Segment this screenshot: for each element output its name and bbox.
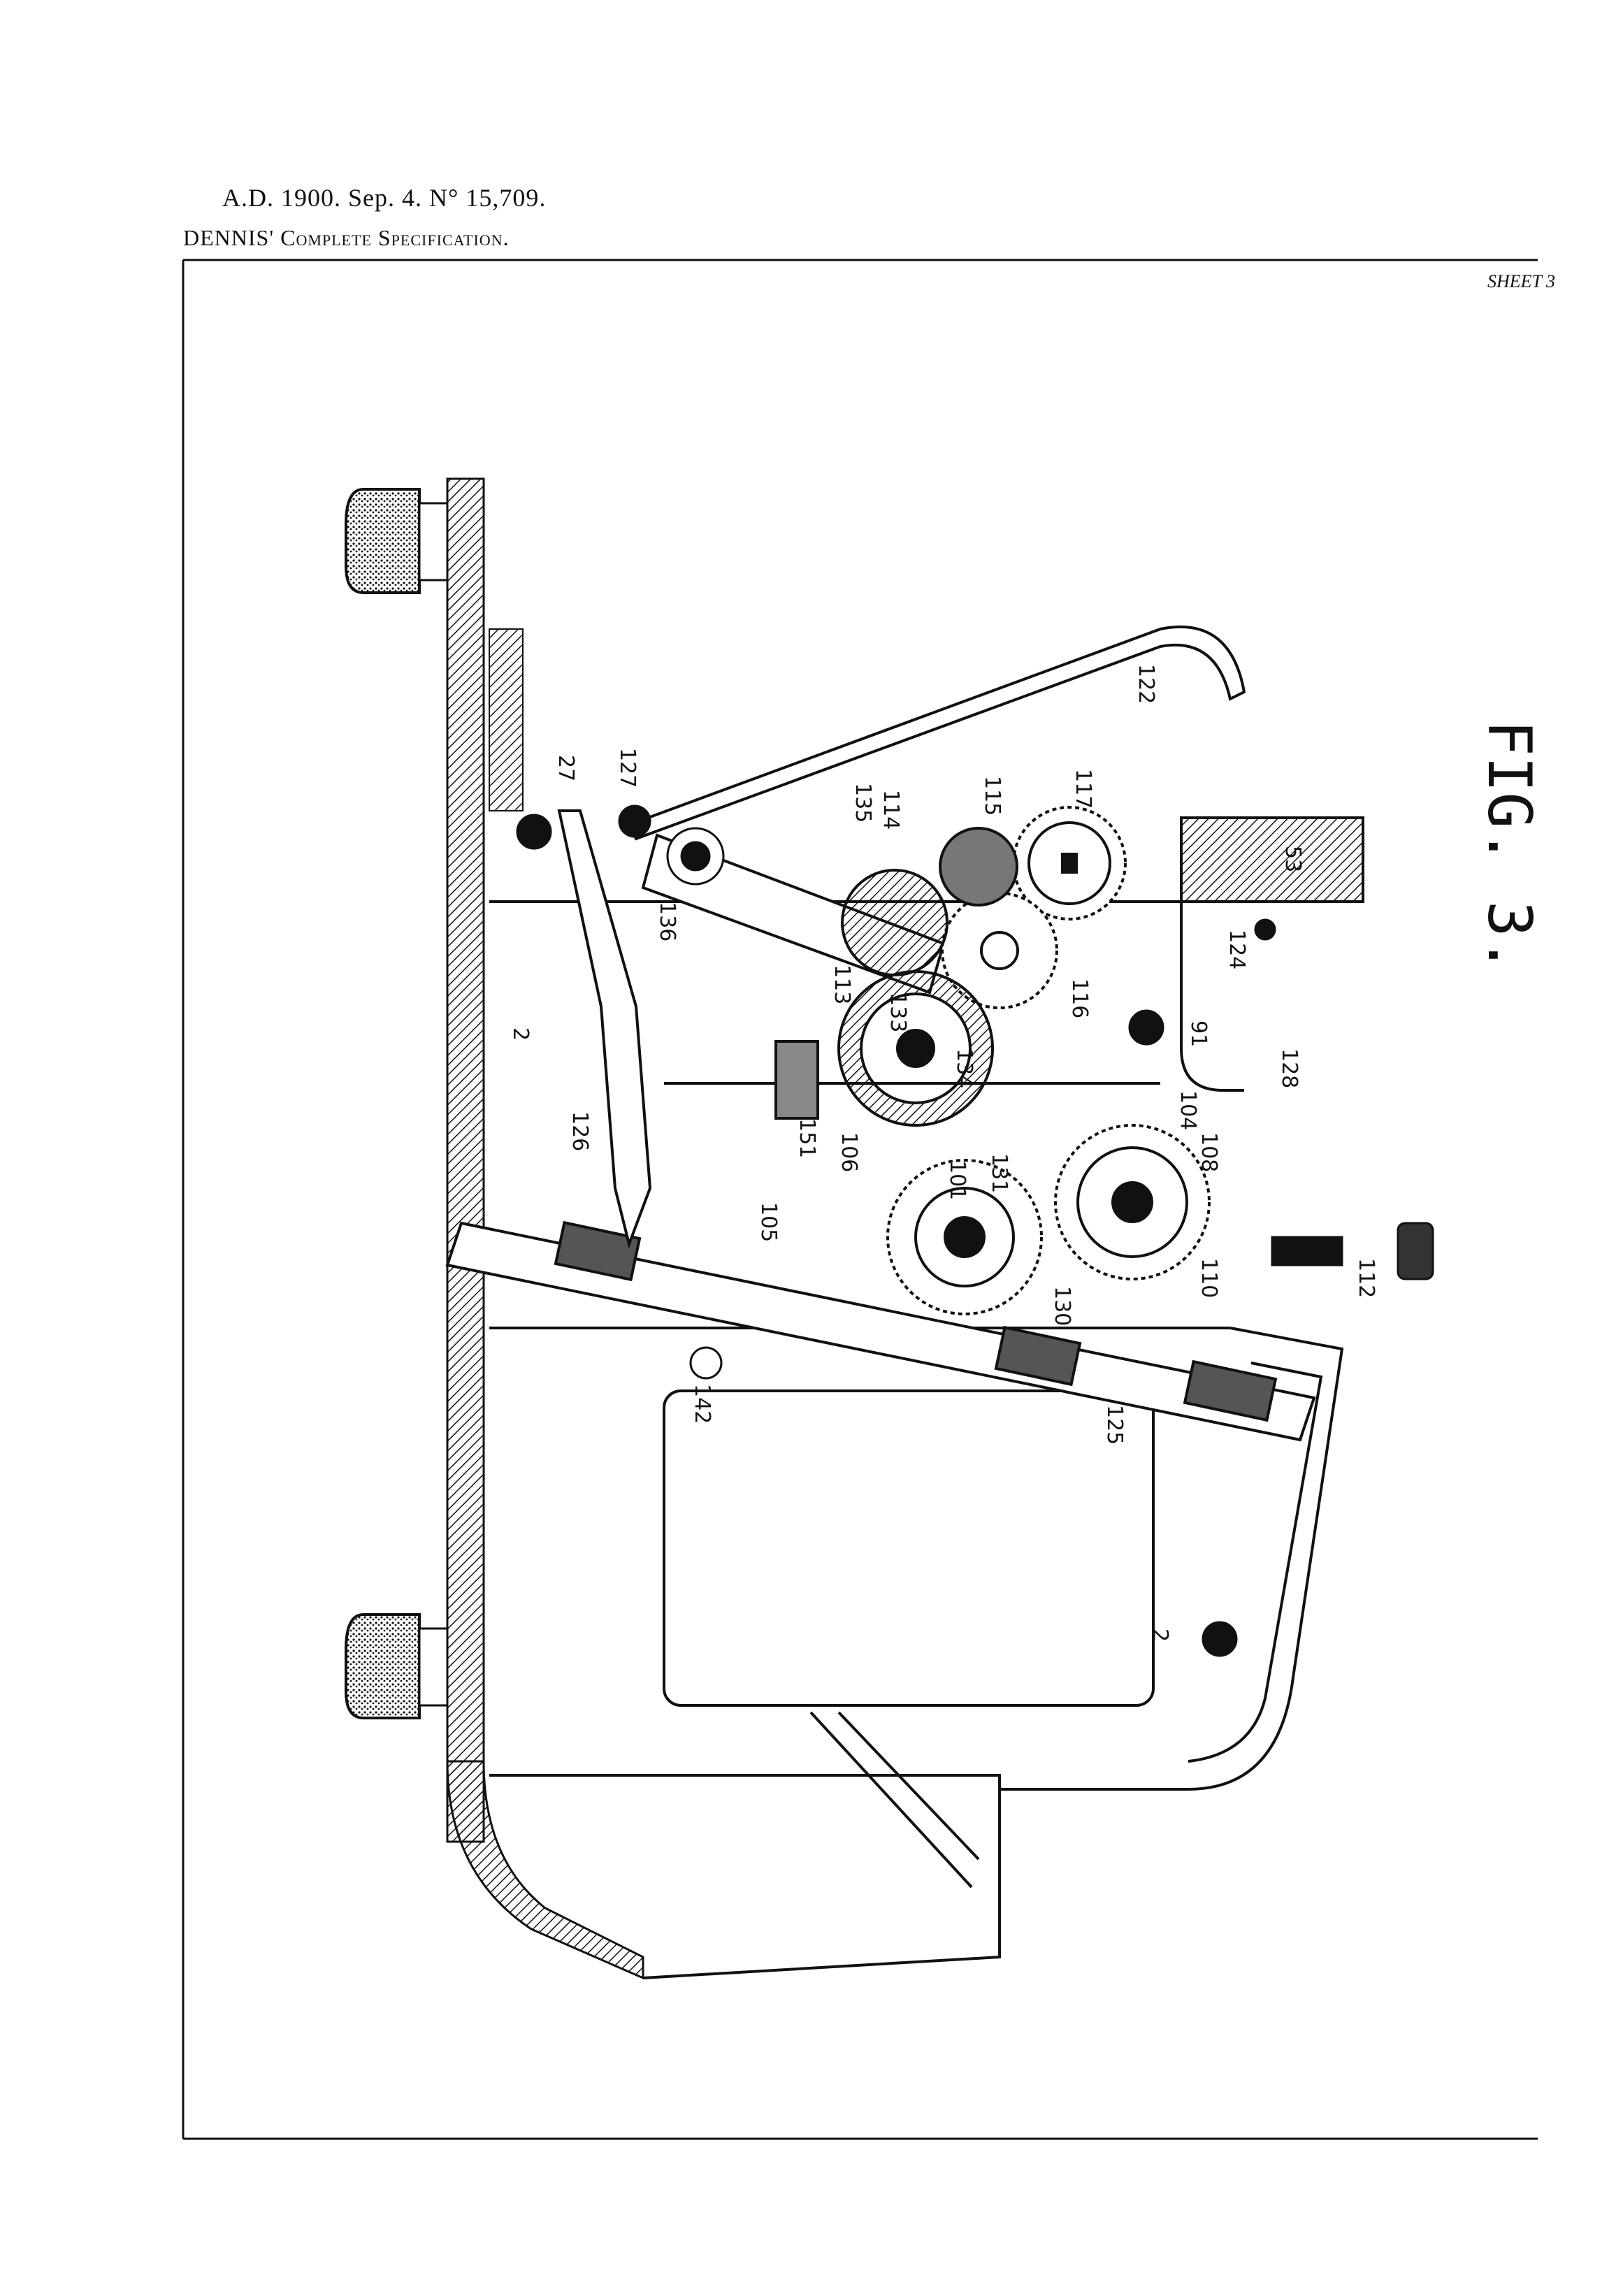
ref-128: 128 (1277, 1048, 1301, 1088)
ref-133: 133 (886, 992, 910, 1032)
sheet-border (182, 259, 1538, 2140)
reference-numerals: 27 127 122 117 115 114 135 136 53 124 11… (508, 664, 1378, 1642)
patent-header-title: DENNIS' Complete Specification. (183, 225, 510, 250)
figure-title: FIG. 3. (1474, 720, 1544, 973)
ref-91: 91 (1186, 1020, 1211, 1047)
ref-112: 112 (1354, 1258, 1378, 1298)
ref-134: 134 (952, 1048, 976, 1088)
rod-125 (445, 1220, 1316, 1442)
rubber-feet (345, 488, 449, 1719)
ref-126: 126 (568, 1111, 592, 1151)
ref-104: 104 (1176, 1090, 1200, 1130)
ref-2-base: 2 (508, 1027, 533, 1041)
ref-135: 135 (851, 783, 875, 823)
ref-117: 117 (1071, 769, 1095, 809)
base-plate (446, 477, 644, 1980)
ref-2-frame: 2 (1148, 1629, 1172, 1642)
ref-106: 106 (837, 1132, 861, 1172)
ref-130: 130 (1050, 1286, 1074, 1326)
ref-127: 127 (615, 748, 640, 788)
ref-151: 151 (795, 1118, 819, 1158)
ref-131: 131 (987, 1153, 1011, 1193)
ref-136: 136 (655, 902, 679, 941)
ref-116: 116 (1067, 979, 1092, 1018)
ref-115: 115 (980, 776, 1004, 816)
ref-108: 108 (1197, 1132, 1221, 1172)
gears (664, 806, 1211, 1315)
ref-125: 125 (1102, 1405, 1127, 1445)
ref-110: 110 (1197, 1258, 1221, 1298)
ref-27: 27 (554, 755, 578, 781)
ref-53: 53 (1281, 846, 1305, 872)
ref-105: 105 (756, 1202, 781, 1242)
pivots (516, 804, 1434, 1657)
ref-142: 142 (690, 1384, 714, 1424)
patent-header-date: A.D. 1900. Sep. 4. N° 15,709. (222, 184, 547, 212)
sheet-number: SHEET 3 (1487, 271, 1556, 291)
ref-114: 114 (879, 790, 903, 830)
ref-113: 113 (830, 965, 854, 1004)
ref-124: 124 (1225, 930, 1249, 969)
ref-101: 101 (945, 1160, 969, 1200)
ref-122: 122 (1134, 664, 1158, 704)
